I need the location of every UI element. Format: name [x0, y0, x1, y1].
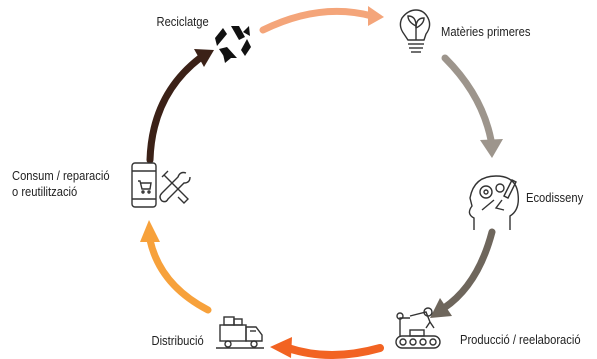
tablet-tools-icon	[131, 162, 191, 208]
arrow-reciclatge-to-materies	[259, 6, 384, 34]
arrow-distribucio-to-consum	[140, 220, 212, 314]
lightbulb-leaf-icon	[399, 9, 431, 53]
label-materies-primeres: Matèries primeres	[441, 24, 531, 39]
arrow-materies-to-ecodisseny	[441, 54, 503, 158]
label-distribucio: Distribució	[151, 333, 204, 348]
recycle-icon	[215, 26, 251, 63]
arrow-produccio-to-distribucio	[270, 337, 384, 359]
label-produccio: Producció / reelaboració	[460, 332, 581, 347]
label-consum: Consum / reparació o reutilització	[12, 168, 110, 199]
label-ecodisseny: Ecodisseny	[526, 190, 584, 205]
delivery-truck-icon	[216, 316, 264, 349]
head-gears-icon	[468, 175, 520, 230]
robot-arm-conveyor-icon	[395, 307, 441, 349]
label-reciclatge: Reciclatge	[156, 14, 209, 29]
arrow-ecodisseny-to-produccio	[430, 228, 496, 318]
arrow-consum-to-reciclatge	[146, 49, 214, 164]
